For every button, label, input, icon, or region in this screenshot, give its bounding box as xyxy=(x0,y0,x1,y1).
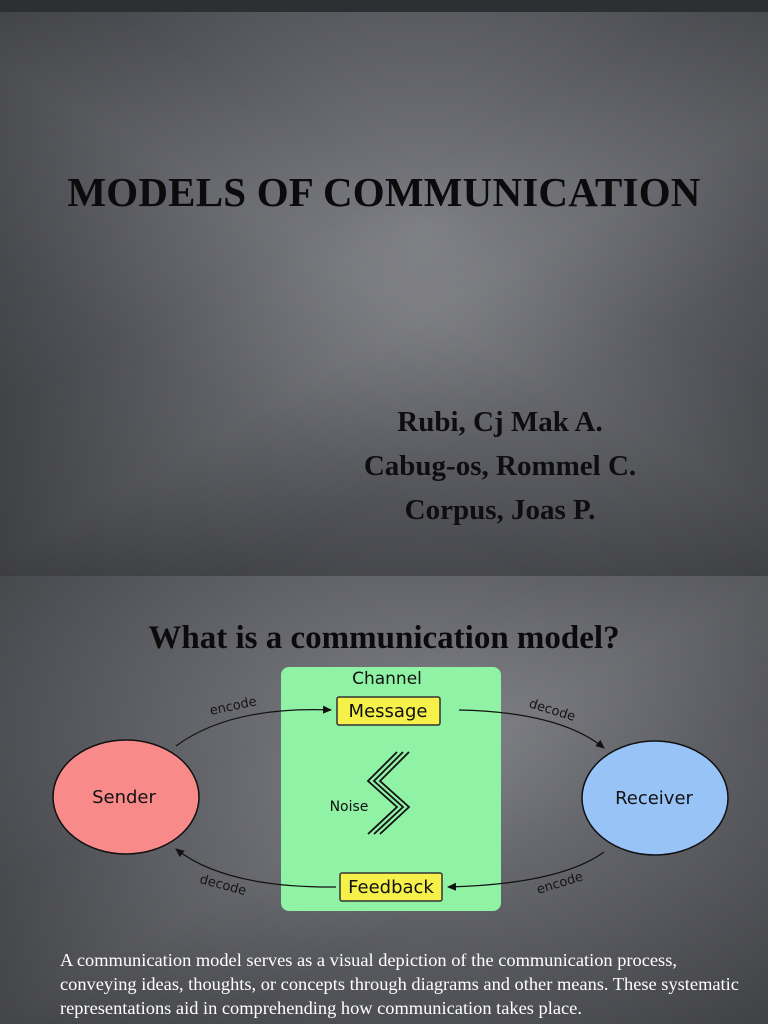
top-bar xyxy=(0,0,768,12)
decode-label: decode xyxy=(527,697,577,725)
message-box xyxy=(336,696,441,726)
noise-icon xyxy=(366,751,411,835)
encode-label: encode xyxy=(535,870,585,898)
decode-label: decode xyxy=(198,872,248,899)
noise-label: Noise xyxy=(330,799,369,815)
author-list: Rubi, Cj Mak A. Cabug-os, Rommel C. Corp… xyxy=(270,400,730,532)
feedback-decode-arrow xyxy=(175,848,337,888)
content-slide: What is a communication model? Channel M… xyxy=(0,576,768,1024)
channel-label: Channel xyxy=(352,669,422,689)
author-name: Cabug-os, Rommel C. xyxy=(363,450,637,482)
decode-arrow xyxy=(458,709,605,749)
feedback-label: Feedback xyxy=(348,877,434,898)
sender-node xyxy=(52,739,200,855)
description-text: A communication model serves as a visual… xyxy=(60,950,739,1018)
receiver-node xyxy=(581,740,729,856)
channel-box xyxy=(281,667,501,911)
feedback-encode-arrow xyxy=(447,851,605,891)
author-name: Corpus, Joas P. xyxy=(404,494,596,526)
author-name: Rubi, Cj Mak A. xyxy=(397,406,603,438)
slide-heading: What is a communication model? xyxy=(148,620,620,656)
sender-label: Sender xyxy=(92,787,156,808)
title-slide: MODELS OF COMMUNICATION Rubi, Cj Mak A. … xyxy=(0,0,768,576)
receiver-label: Receiver xyxy=(615,788,693,809)
communication-diagram: Channel Message Feedback Noise Sender Re… xyxy=(52,667,729,911)
slide-title: MODELS OF COMMUNICATION xyxy=(67,169,701,215)
feedback-box xyxy=(339,872,443,902)
encode-arrow xyxy=(175,705,332,747)
message-label: Message xyxy=(349,701,428,722)
